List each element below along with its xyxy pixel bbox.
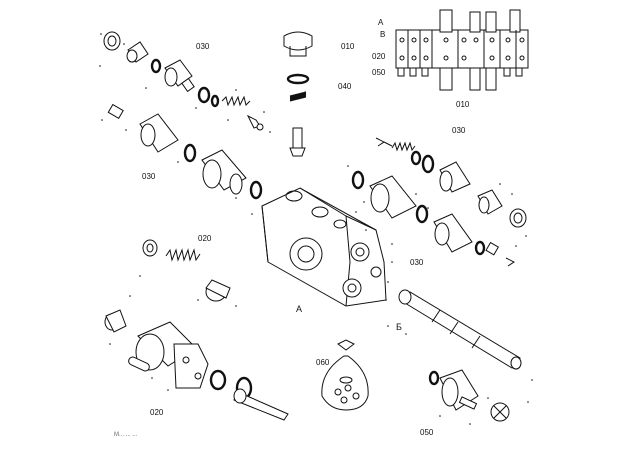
footer-code: M... ... ...: [114, 432, 138, 438]
inset-label-a: A: [378, 18, 384, 27]
label-020-mid: 020: [198, 234, 212, 243]
part-group-030-left: [107, 103, 263, 200]
part-060-seal-kit-bag: [321, 339, 369, 411]
part-group-050: [428, 369, 510, 422]
part-group-020-mid: [142, 239, 231, 302]
part-group-010-cap: [283, 31, 313, 157]
part-group-020-bottom: [104, 309, 289, 421]
label-030-top: 030: [196, 42, 210, 51]
inset-label-010: 010: [456, 100, 470, 109]
label-030-left: 030: [142, 172, 156, 181]
spool-b: [398, 289, 522, 370]
part-group-030-right: [375, 137, 527, 228]
label-050: 050: [420, 428, 434, 437]
label-010-top: 010: [341, 42, 355, 51]
leader-dots: [99, 33, 533, 425]
label-060: 060: [316, 358, 330, 367]
label-spool-b: Б: [396, 322, 402, 332]
label-040: 040: [338, 82, 352, 91]
part-group-030-top-left: [103, 31, 264, 131]
valve-block-a: [261, 187, 387, 307]
label-030-right-mid: 030: [410, 258, 424, 267]
label-020-bottom: 020: [150, 408, 164, 417]
inset-label-050: 050: [372, 68, 386, 77]
label-030-right-top: 030: [452, 126, 466, 135]
inset-label-b: B: [380, 30, 386, 39]
inset-label-020: 020: [372, 52, 386, 61]
part-group-030-right-mid: [351, 170, 515, 267]
inset-valve-bank: [395, 9, 529, 91]
label-block-a: A: [296, 304, 303, 314]
